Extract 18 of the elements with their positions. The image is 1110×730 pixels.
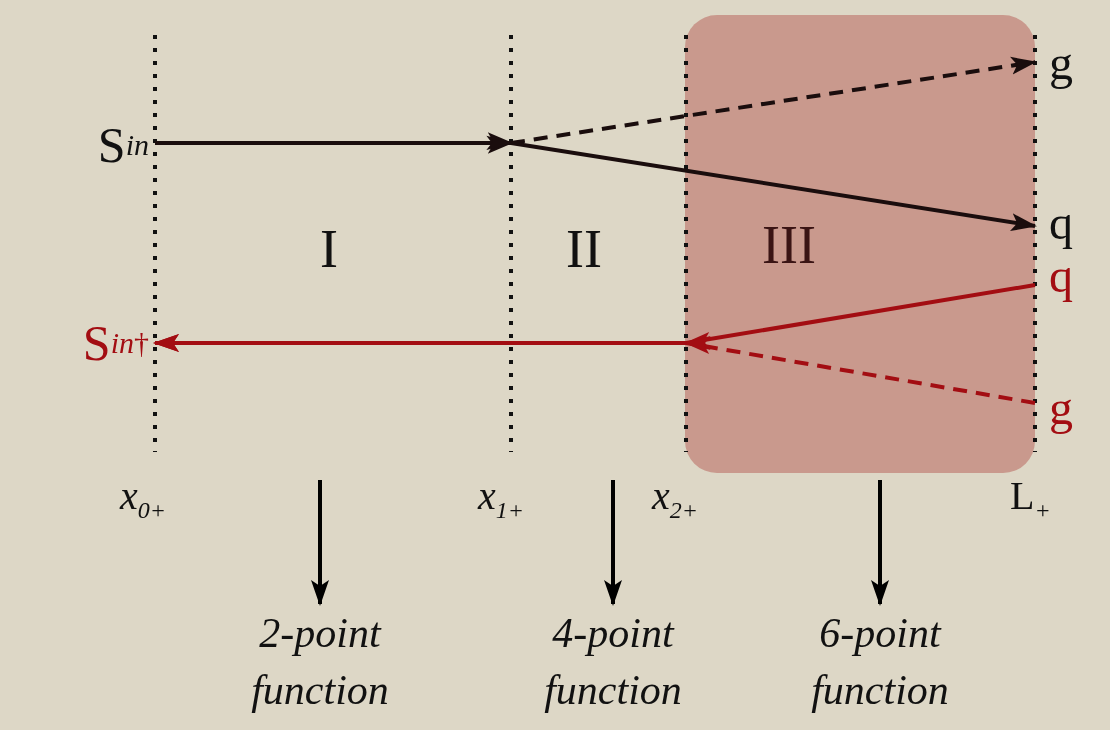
arrow (871, 480, 889, 606)
arrow (604, 480, 622, 606)
function-label: 2-point function (225, 605, 415, 719)
symbol-label: g (1035, 380, 1095, 435)
symbol-label: q (1035, 248, 1095, 303)
region-label: III (762, 218, 816, 272)
symbol-label: q (1035, 195, 1095, 250)
position-label: x$_{1+}$ (478, 476, 524, 522)
position-label: x$_{0+}$ (120, 476, 166, 522)
position-label: L$_{+}$ (1010, 476, 1051, 522)
arrow (311, 480, 329, 606)
arrow (153, 334, 1036, 405)
function-label: 4-point function (518, 605, 708, 719)
symbol-label: g (1035, 35, 1095, 90)
function-label: 6-point function (785, 605, 975, 719)
region-label: II (566, 222, 602, 276)
position-label: x$_{2+}$ (652, 476, 698, 522)
region-label: I (320, 222, 338, 276)
